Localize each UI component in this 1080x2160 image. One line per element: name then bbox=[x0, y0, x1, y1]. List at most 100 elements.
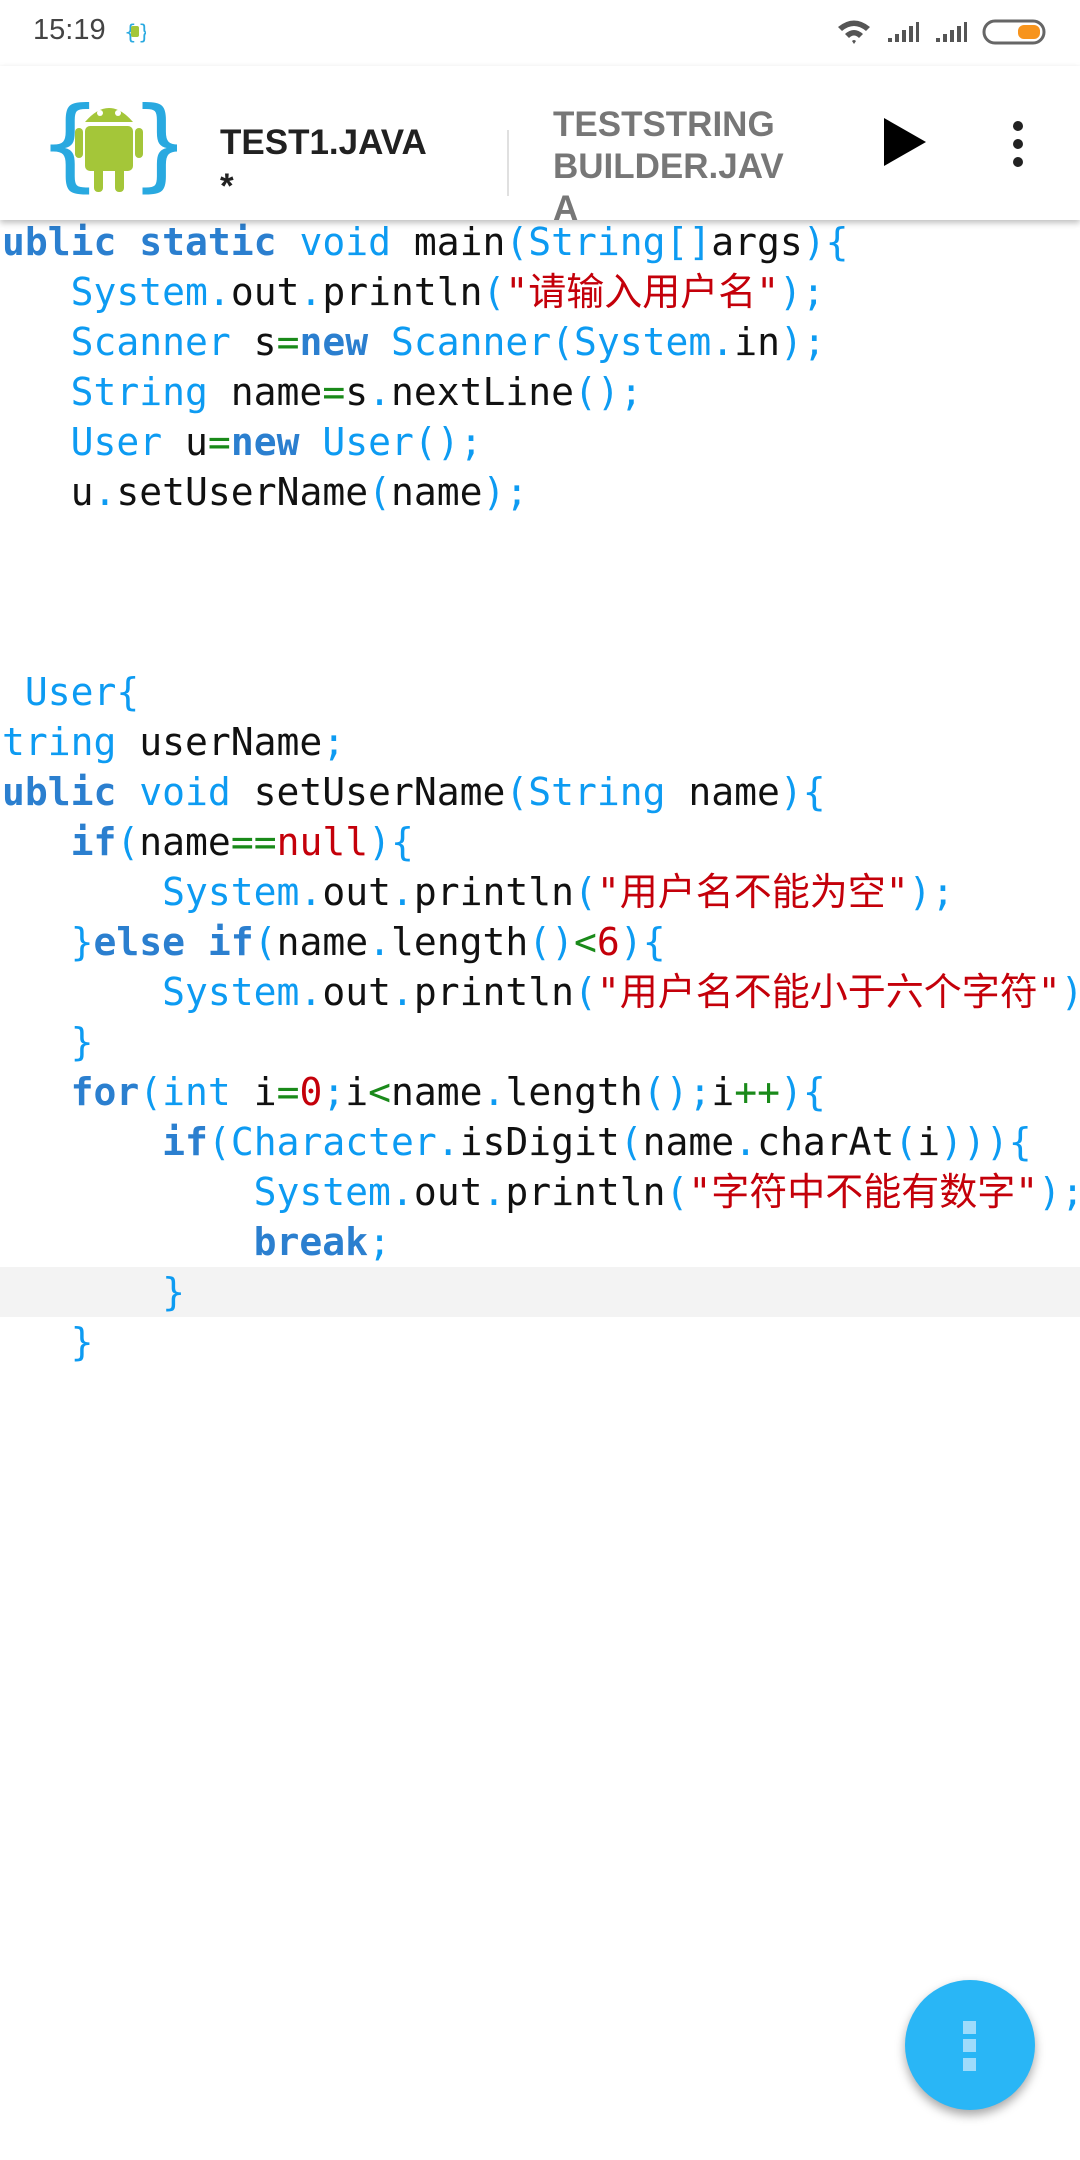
code-token: ( bbox=[505, 770, 529, 814]
code-token bbox=[2, 870, 162, 914]
code-token: if bbox=[162, 1120, 208, 1164]
code-token: (); bbox=[413, 420, 483, 464]
code-token: ){ bbox=[779, 770, 826, 814]
code-line[interactable]: break; bbox=[2, 1217, 1080, 1267]
unsaved-marker: * bbox=[220, 167, 234, 206]
code-token: . bbox=[299, 870, 323, 914]
code-line[interactable]: Scanner s=new Scanner(System.in); bbox=[2, 317, 1080, 367]
app-toolbar: { } TEST1.JAVA * TESTSTRING BUILDER.JAVA bbox=[0, 66, 1080, 220]
code-token: name bbox=[276, 920, 369, 964]
code-line[interactable]: tring userName; bbox=[2, 717, 1080, 767]
code-token bbox=[2, 920, 71, 964]
code-token: ; bbox=[322, 720, 346, 764]
code-token: name bbox=[230, 370, 323, 414]
code-line[interactable]: u.setUserName(name); bbox=[2, 467, 1080, 517]
code-token: println bbox=[413, 870, 575, 914]
app-logo-icon: { } bbox=[42, 86, 177, 201]
code-token: System bbox=[70, 270, 208, 314]
code-token: for bbox=[70, 1070, 140, 1114]
code-token: ( bbox=[253, 920, 277, 964]
code-line[interactable] bbox=[2, 617, 1080, 667]
play-icon[interactable] bbox=[880, 114, 930, 170]
code-token bbox=[2, 820, 71, 864]
code-token: out bbox=[322, 870, 391, 914]
code-token: println bbox=[322, 270, 483, 314]
code-line[interactable]: System.out.println("请输入用户名"); bbox=[2, 267, 1080, 317]
code-token: 6 bbox=[596, 920, 620, 964]
code-token: . bbox=[734, 1120, 758, 1164]
code-token: setUserName bbox=[116, 470, 369, 514]
code-line[interactable]: if(Character.isDigit(name.charAt(i))){ bbox=[2, 1117, 1080, 1167]
code-token: i bbox=[917, 1120, 941, 1164]
code-line[interactable]: User u=new User(); bbox=[2, 417, 1080, 467]
code-line[interactable]: } bbox=[2, 1317, 1080, 1367]
fab-more-button[interactable] bbox=[905, 1980, 1035, 2110]
code-token: ( bbox=[665, 1170, 689, 1214]
code-token: Scanner bbox=[70, 320, 254, 364]
code-token: = bbox=[276, 1070, 300, 1114]
code-line[interactable] bbox=[2, 567, 1080, 617]
code-token: i bbox=[345, 1070, 369, 1114]
code-line[interactable] bbox=[2, 517, 1080, 567]
code-token: } bbox=[70, 1320, 94, 1364]
code-token: System bbox=[253, 1170, 391, 1214]
code-token: ++ bbox=[734, 1070, 781, 1114]
code-token: s bbox=[345, 370, 369, 414]
code-line[interactable]: ublic void setUserName(String name){ bbox=[2, 767, 1080, 817]
code-token: . bbox=[711, 320, 735, 364]
code-line[interactable]: }else if(name.length()<6){ bbox=[2, 917, 1080, 967]
code-editor[interactable]: ublic static void main(String[]args){ Sy… bbox=[0, 217, 1080, 1367]
code-token: ( bbox=[482, 270, 506, 314]
code-line-current[interactable]: } bbox=[0, 1267, 1080, 1317]
code-token: String bbox=[528, 220, 666, 264]
code-token: "请输入用户名" bbox=[505, 270, 780, 314]
code-token: main bbox=[413, 220, 506, 264]
code-token: (); bbox=[574, 370, 643, 414]
code-line[interactable]: ublic static void main(String[]args){ bbox=[2, 217, 1080, 267]
code-token bbox=[2, 1270, 162, 1314]
code-token bbox=[2, 1020, 71, 1064]
code-token: . bbox=[482, 1070, 506, 1114]
more-vert-icon[interactable] bbox=[1000, 116, 1036, 172]
code-token bbox=[2, 1120, 162, 1164]
code-token: charAt bbox=[757, 1120, 895, 1164]
code-token: new bbox=[230, 420, 323, 464]
code-token: length bbox=[390, 920, 529, 964]
tab-test1-java[interactable]: TEST1.JAVA * bbox=[220, 121, 427, 209]
code-token: ( bbox=[505, 220, 529, 264]
code-token: < bbox=[368, 1070, 392, 1114]
tab-teststringbuilder-java[interactable]: TESTSTRING BUILDER.JAVA bbox=[553, 105, 784, 220]
battery-icon bbox=[982, 19, 1046, 45]
code-token: userName bbox=[139, 720, 323, 764]
code-line[interactable]: User{ bbox=[2, 667, 1080, 717]
code-line[interactable]: String name=s.nextLine(); bbox=[2, 367, 1080, 417]
code-token: . bbox=[368, 920, 391, 964]
code-token: println bbox=[413, 970, 575, 1014]
code-token: ; bbox=[322, 1070, 346, 1114]
code-line[interactable]: if(name==null){ bbox=[2, 817, 1080, 867]
code-token: ( bbox=[207, 1120, 231, 1164]
code-token: break bbox=[253, 1220, 369, 1264]
code-token: out bbox=[322, 970, 391, 1014]
code-token: if bbox=[70, 820, 117, 864]
code-token: String bbox=[528, 770, 689, 814]
code-token: Scanner bbox=[390, 320, 552, 364]
code-token: isDigit bbox=[459, 1120, 620, 1164]
code-token: nextLine bbox=[390, 370, 575, 414]
code-token: out bbox=[230, 270, 300, 314]
code-token bbox=[2, 1070, 71, 1114]
code-token bbox=[2, 270, 71, 314]
code-token: void bbox=[139, 770, 254, 814]
code-line[interactable]: System.out.println("字符中不能有数字"); bbox=[2, 1167, 1080, 1217]
code-line[interactable]: System.out.println("用户名不能为空"); bbox=[2, 867, 1080, 917]
code-token: . bbox=[93, 470, 117, 514]
code-token: ) bbox=[1061, 970, 1080, 1014]
code-token: name bbox=[688, 770, 780, 814]
code-token: { bbox=[1008, 1120, 1032, 1164]
code-line[interactable]: for(int i=0;i<name.length();i++){ bbox=[2, 1067, 1080, 1117]
code-line[interactable]: System.out.println("用户名不能小于六个字符") bbox=[2, 967, 1080, 1017]
code-line[interactable]: } bbox=[2, 1017, 1080, 1067]
code-token: ); bbox=[779, 320, 826, 364]
code-token: ){ bbox=[368, 820, 414, 864]
code-token: in bbox=[734, 320, 780, 364]
